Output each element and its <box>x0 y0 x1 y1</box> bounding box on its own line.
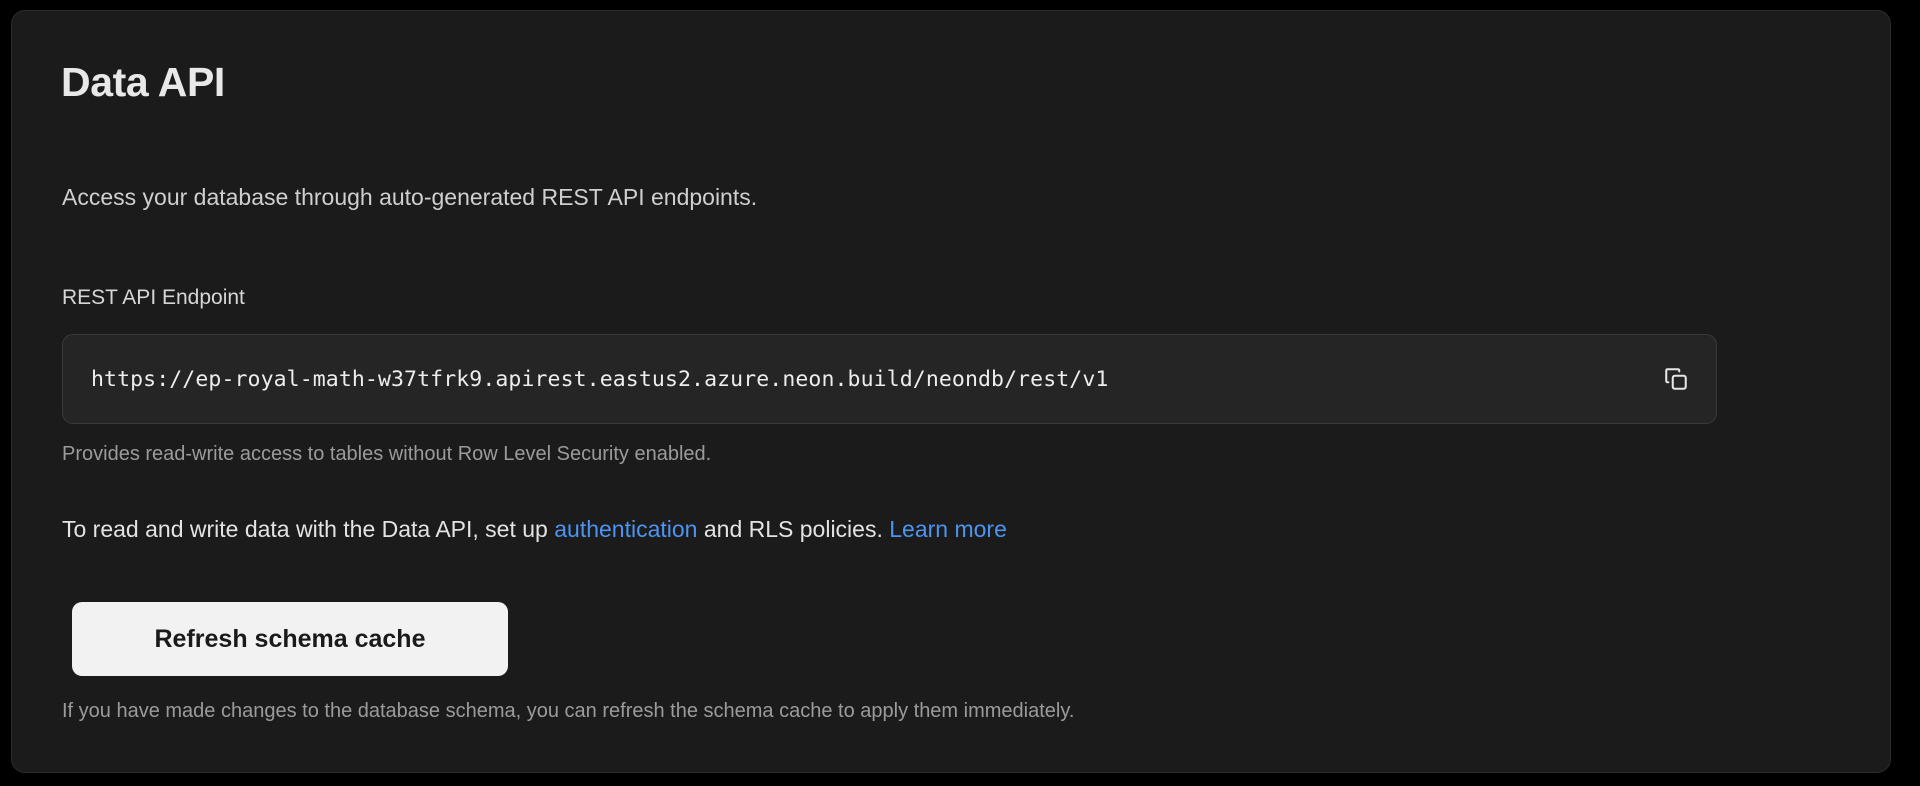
rest-api-endpoint-help: Provides read-write access to tables wit… <box>62 443 712 465</box>
authentication-link[interactable]: authentication <box>554 516 698 542</box>
rest-api-endpoint-label: REST API Endpoint <box>62 286 245 309</box>
auth-note-prefix: To read and write data with the Data API… <box>62 516 555 542</box>
auth-note-middle: and RLS policies. <box>697 516 890 542</box>
refresh-schema-cache-help: If you have made changes to the database… <box>62 700 1075 722</box>
refresh-schema-cache-button[interactable]: Refresh schema cache <box>72 602 508 676</box>
rest-api-endpoint-input[interactable] <box>91 366 1654 392</box>
page-title: Data API <box>61 59 225 105</box>
learn-more-link[interactable]: Learn more <box>889 516 1007 542</box>
copy-endpoint-button[interactable] <box>1654 357 1698 401</box>
copy-icon <box>1663 366 1689 392</box>
rest-api-endpoint-field <box>62 334 1717 424</box>
auth-note: To read and write data with the Data API… <box>62 514 1007 545</box>
data-api-card: Data API Access your database through au… <box>11 10 1891 773</box>
page-description: Access your database through auto-genera… <box>62 184 758 210</box>
